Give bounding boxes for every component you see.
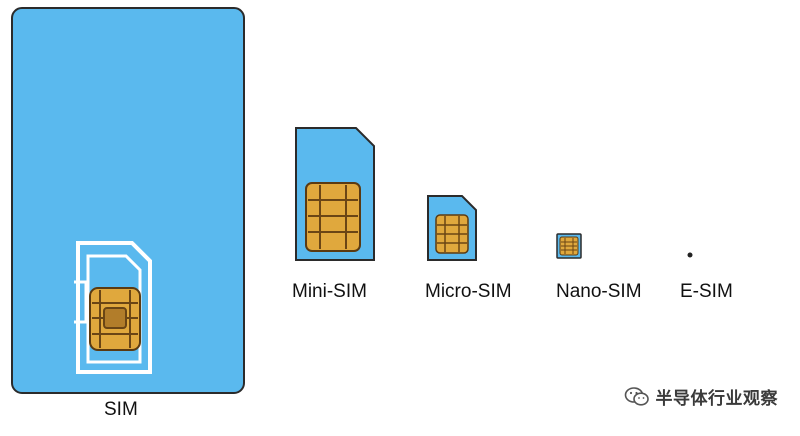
micro-sim-chip (435, 214, 469, 254)
sim-label: SIM (104, 399, 138, 420)
watermark: 半导体行业观察 (624, 384, 779, 409)
nano-sim-label: Nano-SIM (556, 281, 642, 302)
mini-sim-chip (305, 182, 361, 252)
e-sim-dot (687, 252, 693, 258)
sim-chip (89, 287, 141, 351)
wechat-icon (624, 386, 649, 406)
watermark-text: 半导体行业观察 (655, 389, 778, 409)
sim-card-body (11, 7, 245, 394)
micro-sim-label: Micro-SIM (425, 281, 512, 302)
micro-sim-card (427, 195, 477, 261)
mini-sim-cutout-outline (76, 241, 152, 374)
nano-sim-card (556, 233, 582, 259)
sim-card (11, 7, 245, 394)
nano-sim-chip (559, 236, 579, 256)
mini-sim-card (295, 127, 375, 261)
e-sim-label: E-SIM (680, 281, 733, 302)
mini-sim-label: Mini-SIM (292, 281, 367, 302)
nano-sim-cutout-outline (74, 280, 88, 324)
